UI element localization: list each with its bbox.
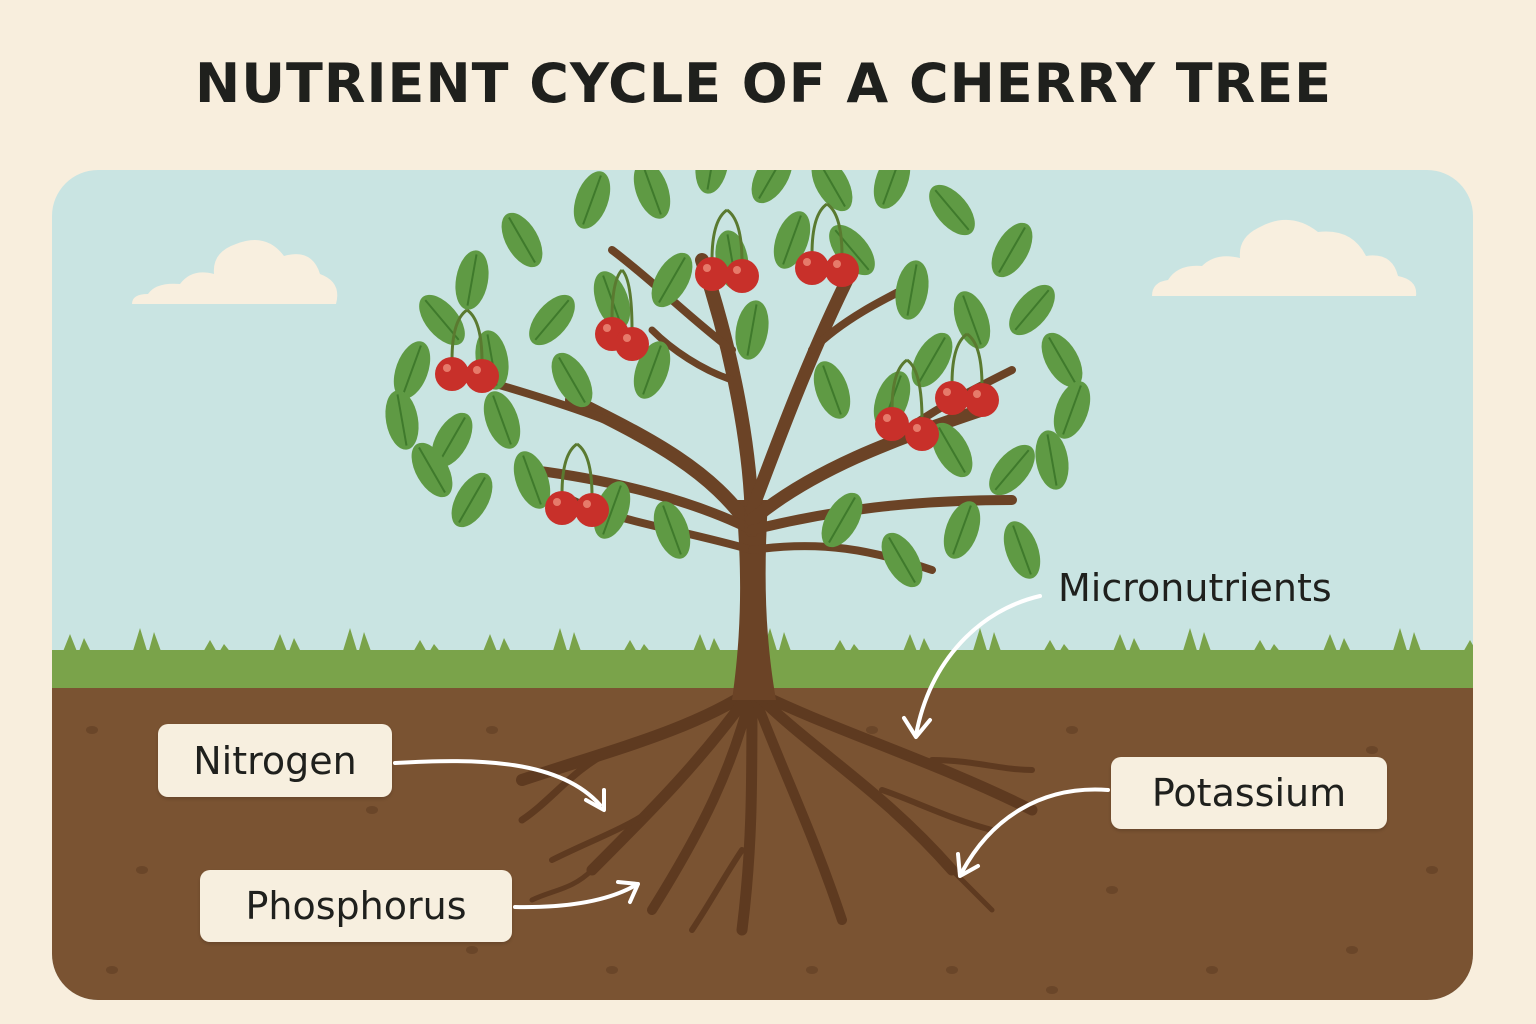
scene-illustration <box>52 170 1473 1000</box>
potassium-label-box: Potassium <box>1111 757 1387 829</box>
cherries <box>435 202 999 527</box>
cloud-right-icon <box>1152 219 1417 296</box>
tree-branches <box>478 246 1017 574</box>
cloud-left-icon <box>132 240 338 304</box>
nitrogen-label: Nitrogen <box>193 738 357 783</box>
phosphorus-label-box: Phosphorus <box>200 870 512 942</box>
page-title: NUTRIENT CYCLE OF A CHERRY TREE <box>195 52 1332 115</box>
phosphorus-label: Phosphorus <box>245 884 467 928</box>
nitrogen-label-box: Nitrogen <box>158 724 392 797</box>
micronutrients-label: Micronutrients <box>1058 566 1332 610</box>
potassium-label: Potassium <box>1151 771 1347 815</box>
scene <box>52 170 1473 1000</box>
